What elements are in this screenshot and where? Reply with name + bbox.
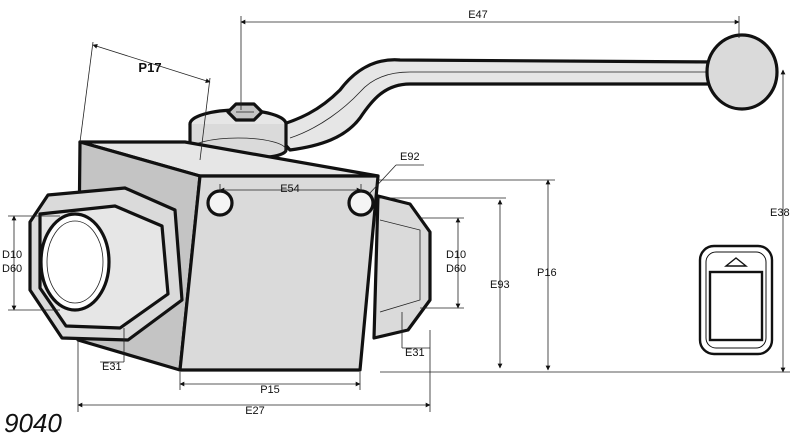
right-port bbox=[372, 194, 432, 340]
label-e27: E27 bbox=[245, 405, 265, 417]
left-port-bore bbox=[39, 212, 111, 312]
label-p16: P16 bbox=[537, 267, 557, 279]
left-port bbox=[28, 186, 184, 342]
dimension-lines bbox=[8, 16, 790, 412]
label-e38: E38 bbox=[770, 207, 790, 219]
model-number: 9040 bbox=[4, 408, 62, 438]
label-e31-right: E31 bbox=[405, 347, 425, 359]
label-e47: E47 bbox=[468, 9, 488, 21]
label-d60-left: D60 bbox=[2, 263, 22, 275]
label-e54: E54 bbox=[280, 183, 300, 195]
label-e31-left: E31 bbox=[102, 361, 122, 373]
label-e93: E93 bbox=[490, 279, 510, 291]
label-d10-right: D10 bbox=[446, 249, 466, 261]
valve-handle bbox=[188, 33, 779, 163]
handle-knob bbox=[705, 33, 779, 111]
label-p15: P15 bbox=[260, 384, 280, 396]
handle-symbol-icon bbox=[698, 244, 774, 356]
label-e92: E92 bbox=[400, 151, 420, 163]
label-p17: P17 bbox=[138, 60, 161, 75]
mounting-hole-right bbox=[347, 189, 375, 217]
mounting-hole-left bbox=[206, 189, 234, 217]
label-d60-right: D60 bbox=[446, 263, 466, 275]
label-d10-left: D10 bbox=[2, 249, 22, 261]
